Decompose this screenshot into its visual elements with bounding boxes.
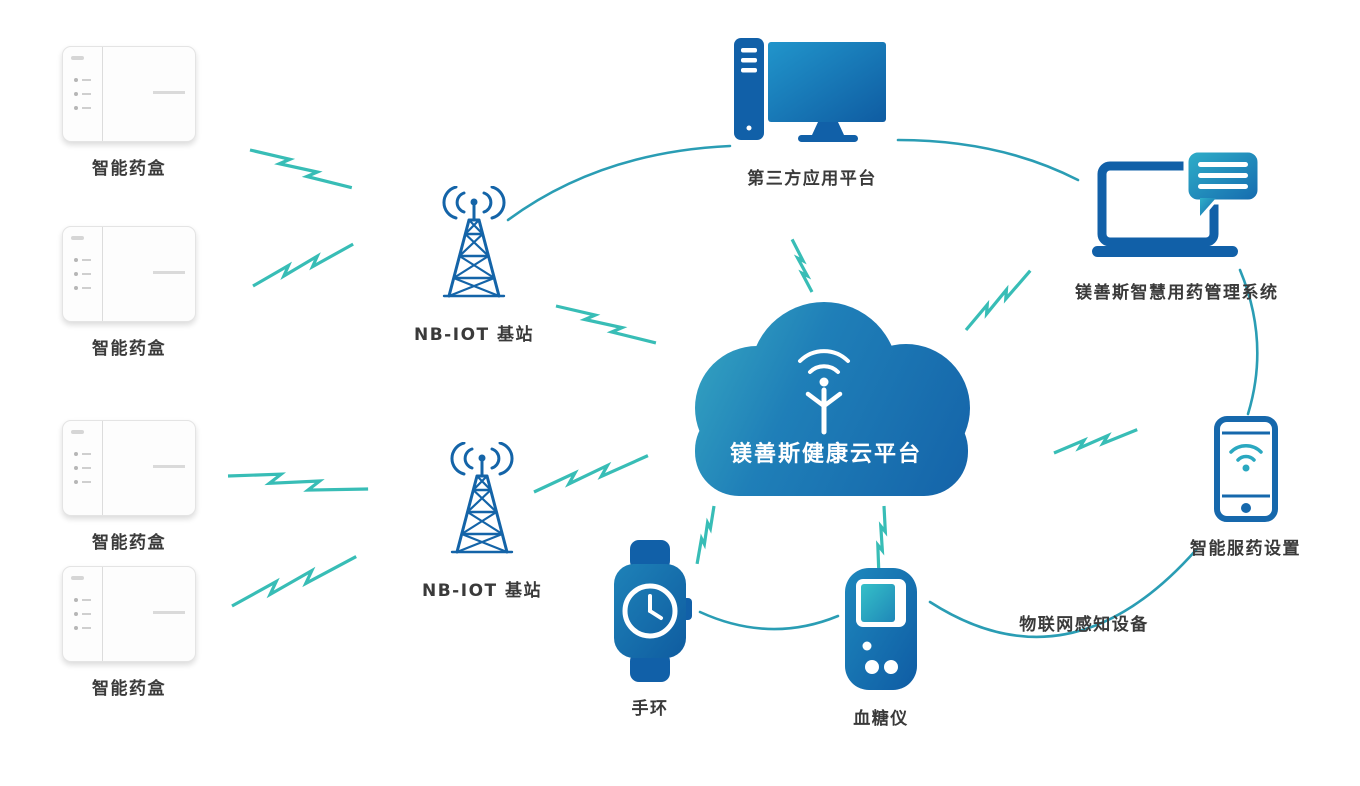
pillbox-lid xyxy=(103,227,195,321)
pillbox-lid xyxy=(103,47,195,141)
pillbox-lid xyxy=(103,567,195,661)
server-monitor-icon xyxy=(734,38,886,142)
pillbox-led-panel xyxy=(63,47,103,141)
node-pillbox-3: 智能药盒 xyxy=(62,420,196,553)
base-station-label: NB-IOT 基站 xyxy=(414,325,535,345)
node-pillbox-2: 智能药盒 xyxy=(62,226,196,359)
smart-medication-settings-label: 智能服药设置 xyxy=(1190,539,1301,559)
pillbox-icon xyxy=(62,566,196,662)
curve-connector xyxy=(506,144,732,222)
phone-icon xyxy=(1213,416,1278,522)
pillbox-icon xyxy=(62,420,196,516)
third-party-platform-label: 第三方应用平台 xyxy=(747,169,877,189)
lightning-connector xyxy=(250,244,356,286)
wifi-person-icon xyxy=(798,349,850,435)
base-station-icon xyxy=(442,186,506,298)
node-wristband: 手环 xyxy=(606,540,694,719)
cloud-platform-label: 镁善斯健康云平台 xyxy=(729,442,922,467)
pillbox-led-panel xyxy=(63,567,103,661)
pillbox-label: 智能药盒 xyxy=(92,339,166,359)
lightning-connector xyxy=(228,557,360,606)
node-base-station-1: NB-IOT 基站 xyxy=(414,186,534,345)
node-base-station-2: NB-IOT 基站 xyxy=(422,442,542,601)
node-medication-management-system: 镁善斯智慧用药管理系统 xyxy=(1075,148,1279,303)
medication-management-system-label: 镁善斯智慧用药管理系统 xyxy=(1075,283,1279,303)
lightning-connector xyxy=(556,296,656,352)
pillbox-label: 智能药盒 xyxy=(92,679,166,699)
pillbox-led-panel xyxy=(63,421,103,515)
node-glucose-meter: 血糖仪 xyxy=(842,566,920,729)
wifi-icon xyxy=(1228,444,1263,472)
lightning-connector xyxy=(872,506,891,574)
lightning-connector xyxy=(250,140,352,197)
node-pillbox-4: 智能药盒 xyxy=(62,566,196,699)
node-cloud-platform: 镁善斯健康云平台 xyxy=(652,286,1000,504)
glucose-meter-icon xyxy=(845,568,917,690)
lightning-connector xyxy=(228,462,368,502)
lightning-connector xyxy=(532,456,651,492)
pillbox-icon xyxy=(62,46,196,142)
pillbox-lid xyxy=(103,421,195,515)
lightning-connector xyxy=(692,506,720,564)
base-station-label: NB-IOT 基站 xyxy=(422,581,543,601)
wristband-label: 手环 xyxy=(631,699,669,719)
curve-connector xyxy=(896,138,1080,182)
laptop-chat-icon xyxy=(1091,148,1262,257)
node-smart-medication-settings: 智能服药设置 xyxy=(1190,416,1301,559)
node-pillbox-1: 智能药盒 xyxy=(62,46,196,179)
glucose-meter-label: 血糖仪 xyxy=(853,709,909,729)
pillbox-label: 智能药盒 xyxy=(92,533,166,553)
base-station-icon xyxy=(450,442,514,554)
watch-icon xyxy=(614,540,692,682)
pillbox-icon xyxy=(62,226,196,322)
pillbox-label: 智能药盒 xyxy=(92,159,166,179)
curve-connector xyxy=(698,610,840,631)
node-third-party-platform: 第三方应用平台 xyxy=(732,34,892,189)
pillbox-led-panel xyxy=(63,227,103,321)
iot-sensing-devices-label: 物联网感知设备 xyxy=(1019,615,1149,635)
cloud-icon xyxy=(695,302,970,496)
lightning-connector xyxy=(1053,430,1139,453)
